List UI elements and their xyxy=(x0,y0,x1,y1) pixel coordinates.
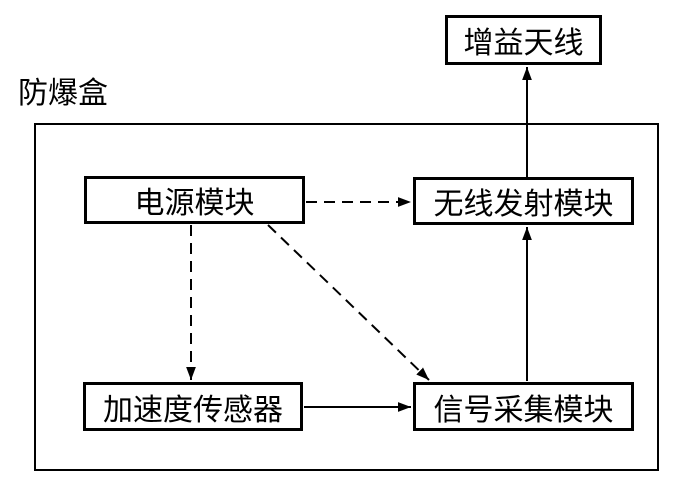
explosion-proof-box-outline xyxy=(34,123,659,471)
node-power-module: 电源模块 xyxy=(84,176,305,224)
node-gain-antenna: 增益天线 xyxy=(445,15,602,65)
explosion-proof-box-label: 防爆盒 xyxy=(18,77,108,110)
node-signal-acquisition-module: 信号采集模块 xyxy=(413,382,634,431)
node-acceleration-sensor: 加速度传感器 xyxy=(83,382,303,431)
node-wireless-transmit-module: 无线发射模块 xyxy=(413,177,634,225)
